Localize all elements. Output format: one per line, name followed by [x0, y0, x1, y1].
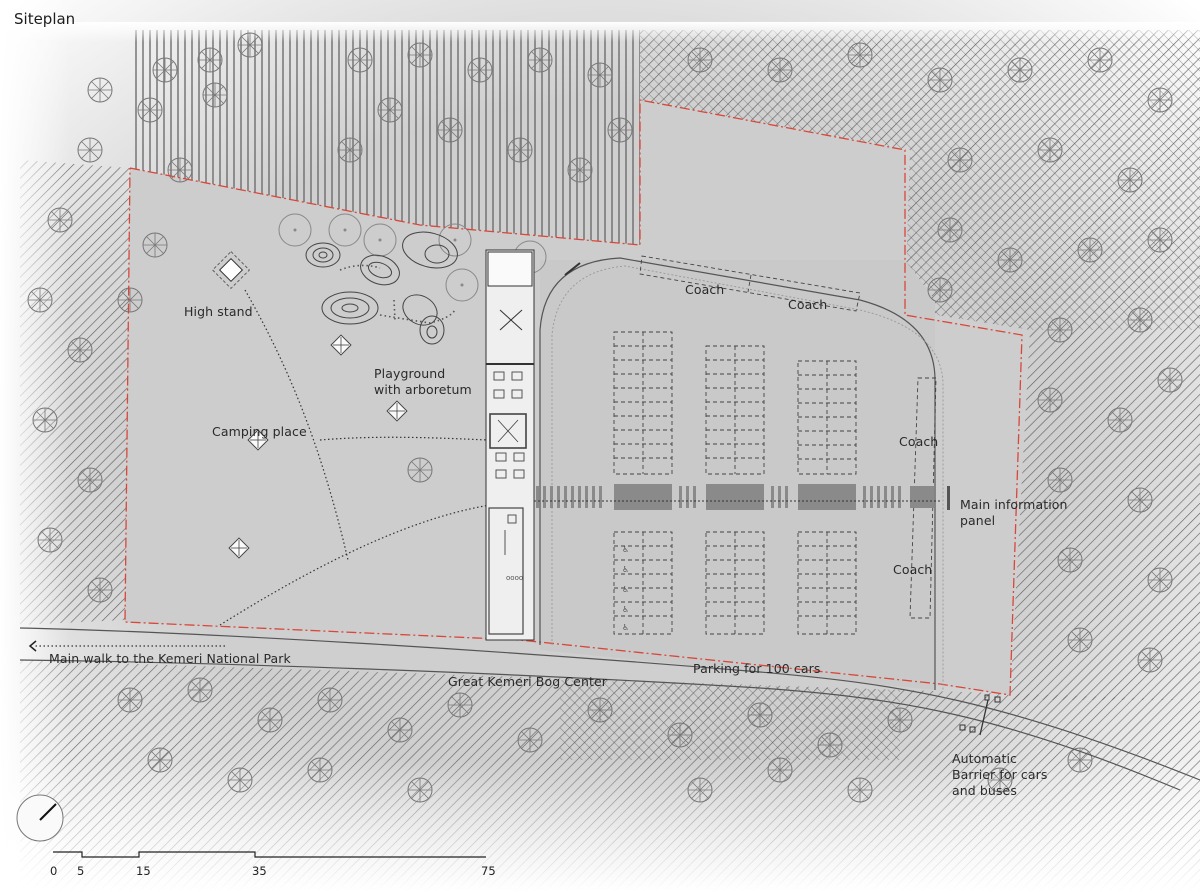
label-parking: Parking for 100 cars	[693, 661, 821, 676]
site-boundary	[124, 99, 1023, 696]
label-main-walk: Main walk to the Kemeri National Park	[49, 651, 291, 666]
north-arrow-icon	[16, 794, 64, 842]
label-main-info-line1: Main information	[960, 497, 1068, 512]
coach-bays	[639, 255, 937, 619]
page-title: Siteplan	[14, 10, 76, 28]
svg-text:oooo: oooo	[506, 574, 523, 582]
label-barrier-line1: Automatic	[952, 751, 1018, 766]
label-barrier-line2: Barrier for cars	[952, 767, 1048, 782]
playground-paths	[339, 264, 456, 324]
label-barrier-line3: and buses	[952, 783, 1017, 798]
label-coach-top-left: Coach	[685, 282, 725, 297]
info-panel-marker	[947, 486, 950, 510]
scale-tick-5: 5	[77, 864, 85, 878]
label-coach-right-upper: Coach	[899, 434, 939, 449]
label-coach-right-lower: Coach	[893, 562, 933, 577]
shelters	[211, 250, 408, 559]
scale-tick-15: 15	[136, 864, 151, 878]
scale-bar	[53, 851, 486, 858]
svg-text:♿: ♿	[622, 605, 629, 614]
scale-tick-0: 0	[50, 864, 58, 878]
label-bog-center: Great Kemeri Bog Center	[448, 674, 607, 689]
automatic-barrier	[959, 694, 1001, 736]
footpaths	[35, 289, 491, 647]
label-main-info-line2: panel	[960, 513, 996, 528]
label-high-stand: High stand	[184, 304, 253, 319]
svg-text:♿: ♿	[622, 565, 629, 574]
svg-text:♿: ♿	[622, 545, 629, 554]
gate-marker	[564, 262, 581, 276]
svg-text:♿: ♿	[622, 585, 629, 594]
access-road	[19, 257, 1200, 791]
scale-tick-75: 75	[481, 864, 496, 878]
label-playground-line1: Playground	[374, 366, 446, 381]
svg-text:♿: ♿	[622, 623, 629, 632]
label-camping-place: Camping place	[212, 424, 307, 439]
accessible-parking-icons: ♿ ♿ ♿ ♿ ♿	[622, 545, 629, 632]
boardwalk	[534, 484, 950, 510]
label-playground-line2: with arboretum	[374, 382, 472, 397]
scale-tick-35: 35	[252, 864, 267, 878]
walk-arrow-icon	[28, 640, 37, 652]
parking-grid	[613, 331, 857, 635]
bog-center-building: oooo	[485, 249, 535, 641]
label-coach-top-right: Coach	[788, 297, 828, 312]
playground-mounds	[305, 231, 458, 345]
site-clearing	[125, 100, 1022, 695]
